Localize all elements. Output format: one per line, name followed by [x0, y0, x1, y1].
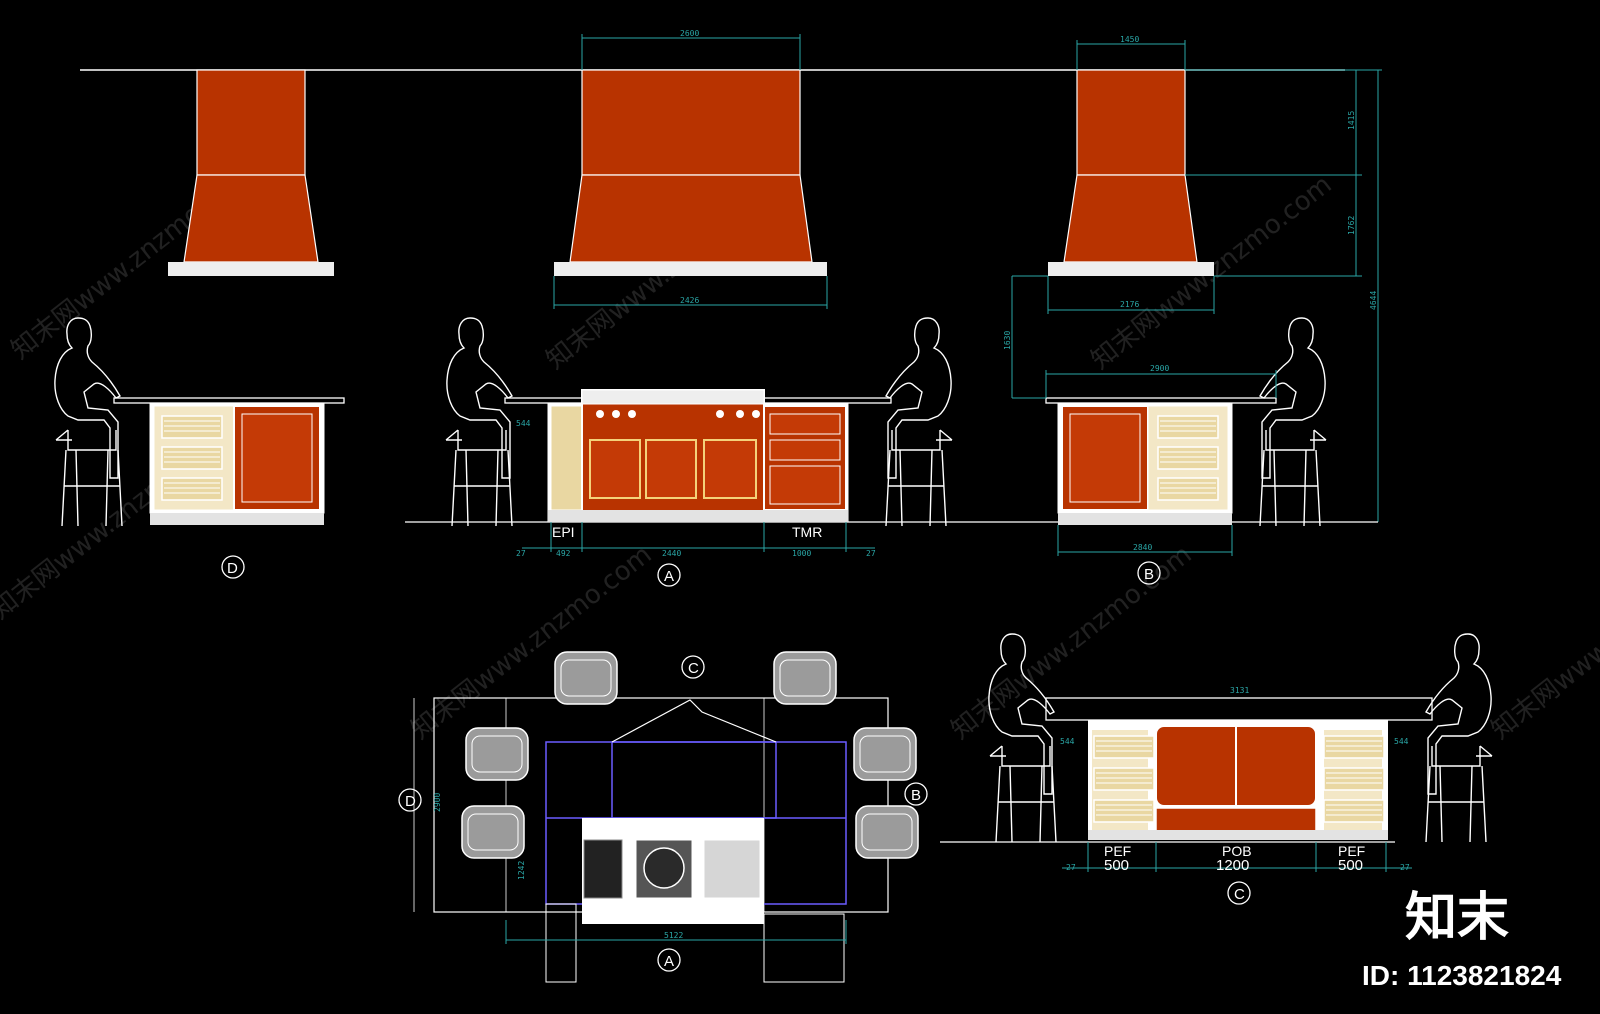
dim-hood-center-depth: 2426 [680, 296, 699, 305]
dim-c-edge-right: 27 [1400, 863, 1410, 872]
elevation-d: D [54, 317, 345, 579]
dim-c-pef-right: 500 [1338, 857, 1363, 874]
section-label-a: A [664, 568, 674, 585]
hood-center: 2600 2426 [553, 29, 828, 309]
plan-section-b: B [911, 787, 921, 804]
watermark-5: 知末网www.znzmo.com [406, 540, 658, 746]
dim-b-bottom: 2840 [1133, 543, 1152, 552]
dim-plan-width: 5122 [664, 931, 683, 940]
dim-hood-center-width: 2600 [680, 29, 699, 38]
elevation-a: EPI TMR 27 492 2440 1000 27 544 A [405, 317, 1378, 587]
section-label-c: C [1234, 886, 1245, 903]
dim-a-epi: 492 [556, 549, 571, 558]
dim-b-height: 1630 [1003, 331, 1012, 350]
hood-right: 1450 1415 1762 4644 2176 [1047, 35, 1382, 522]
label-epi: EPI [552, 524, 575, 540]
dim-a-side: 544 [516, 419, 531, 428]
dim-c-top: 3131 [1230, 686, 1249, 695]
label-tmr: TMR [792, 524, 822, 540]
elevation-c: 3131 544 544 PEF POB PEF 500 1200 500 27… [940, 633, 1493, 905]
hood-left [168, 69, 334, 276]
dim-a-cooker: 2440 [662, 549, 681, 558]
dim-hood-right-h1: 1415 [1347, 111, 1356, 130]
dim-plan-depth: 2900 [433, 793, 442, 812]
dim-c-pef-left: 500 [1104, 857, 1129, 874]
plan-view: 2900 1242 5122 C D B A [398, 651, 928, 983]
dim-plan-inner: 1242 [517, 861, 526, 880]
dim-hood-right-depth: 2176 [1120, 300, 1139, 309]
dim-a-edge-left: 27 [516, 549, 526, 558]
plan-section-d: D [405, 793, 416, 810]
dim-c-pob: 1200 [1216, 857, 1249, 874]
dim-hood-right-h2: 1762 [1347, 216, 1356, 235]
dim-a-tmr: 1000 [792, 549, 811, 558]
dim-a-edge-right: 27 [866, 549, 876, 558]
section-label-b: B [1144, 566, 1154, 583]
dim-c-side-left: 544 [1060, 737, 1075, 746]
dim-hood-right-width: 1450 [1120, 35, 1139, 44]
dim-b-top: 2900 [1150, 364, 1169, 373]
image-id: ID: 1123821824 [1362, 960, 1562, 991]
watermark-7: 知末网www.znzmo.com [1486, 540, 1600, 746]
section-label-d: D [227, 560, 238, 577]
plan-section-a: A [664, 953, 674, 970]
dim-c-side-right: 544 [1394, 737, 1409, 746]
label-c-pef-left: PEF [1104, 843, 1131, 859]
dim-hood-right-total: 4644 [1369, 291, 1378, 310]
label-c-pob: POB [1222, 843, 1252, 859]
label-c-pef-right: PEF [1338, 843, 1365, 859]
dim-c-edge-left: 27 [1066, 863, 1076, 872]
plan-section-c: C [688, 660, 699, 677]
elevation-b: 1630 2900 2840 B [1003, 275, 1327, 585]
brand-logo: 知末 [1405, 888, 1509, 948]
